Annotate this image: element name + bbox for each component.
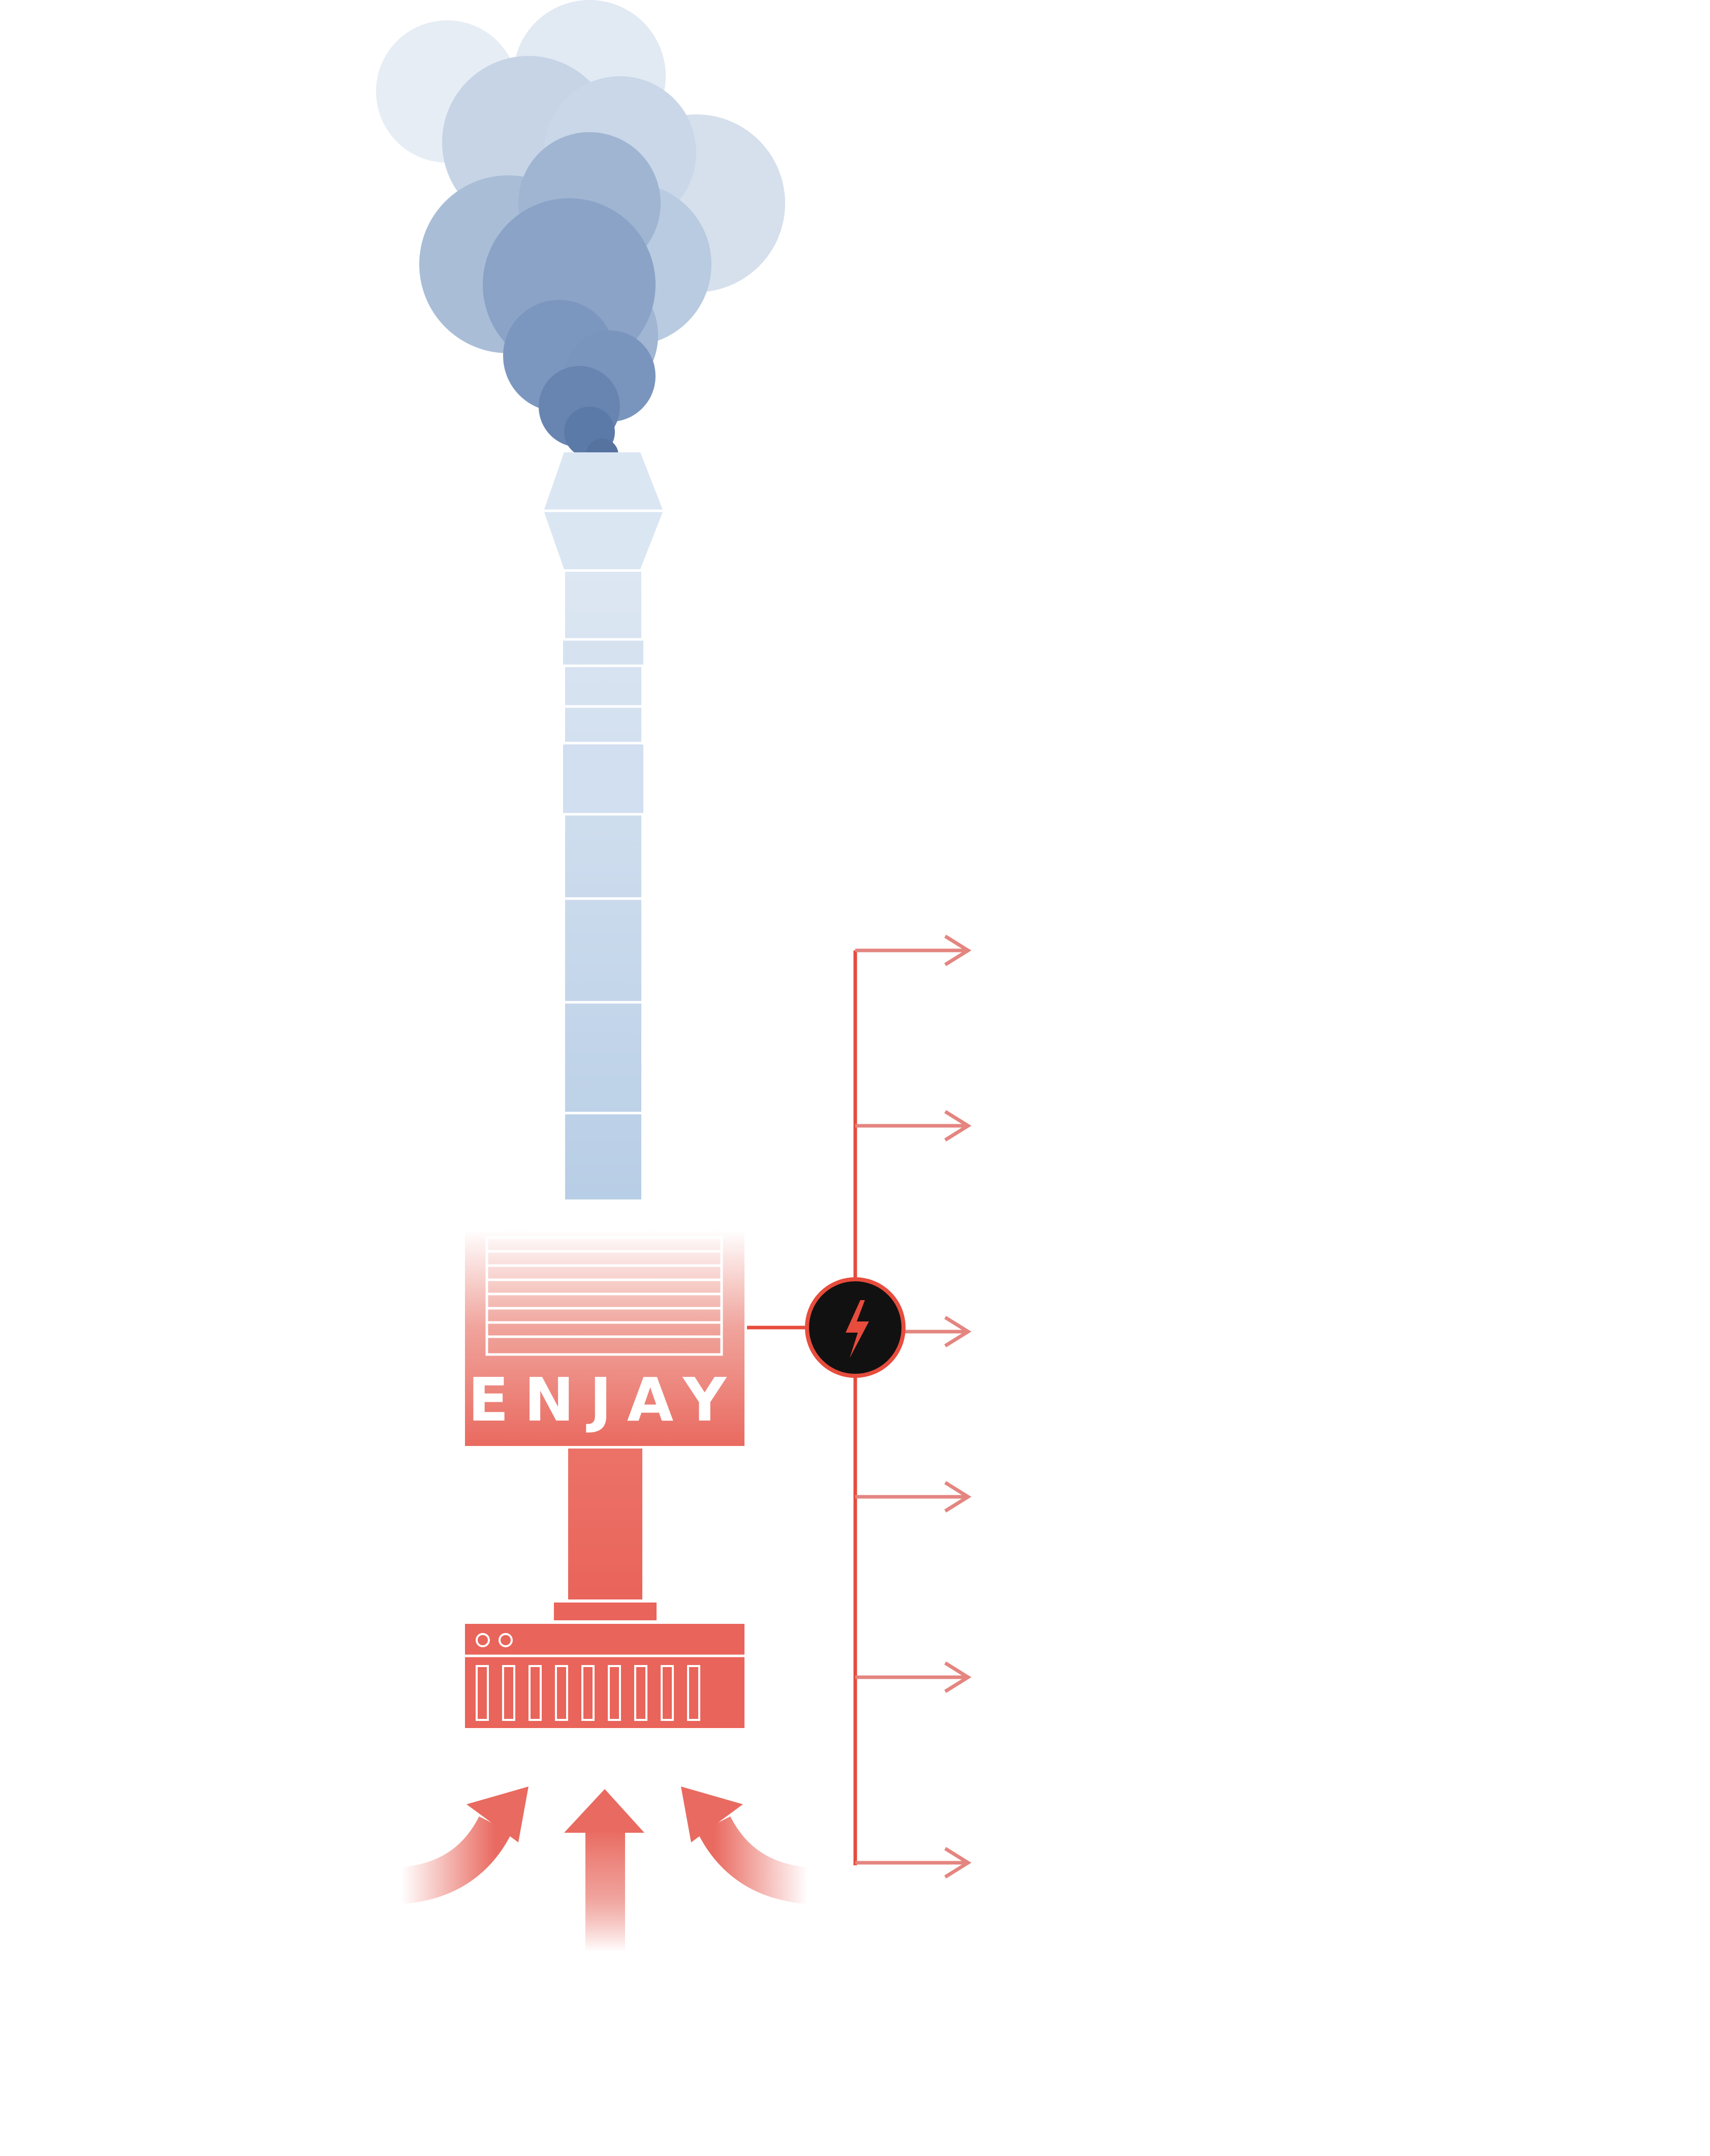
vent-slot [555, 1665, 568, 1721]
connecting-pipe [553, 1449, 658, 1620]
lightning-bolt-icon [846, 1300, 869, 1358]
chimney [544, 452, 663, 1199]
power-output-arrow [855, 935, 972, 966]
vent-slot [608, 1665, 621, 1721]
generator [805, 1277, 906, 1378]
vent-slot [476, 1665, 489, 1721]
indicator-light [499, 1633, 513, 1647]
power-distribution [747, 935, 972, 1878]
vent-slot [661, 1665, 674, 1721]
vent-slot [502, 1665, 515, 1721]
base-unit [465, 1624, 744, 1728]
enjay-unit: ENJAY [465, 1230, 744, 1446]
vent-slot [528, 1665, 542, 1721]
power-output-arrow [904, 1316, 972, 1347]
indicator-light [476, 1633, 490, 1647]
vent-slot [581, 1665, 595, 1721]
vent-slot [687, 1665, 700, 1721]
power-output-arrow [855, 1110, 972, 1142]
power-output-arrow [855, 1661, 972, 1693]
power-output-arrow [855, 1481, 972, 1513]
power-output-arrow [855, 1847, 972, 1878]
smoke-cloud [376, 0, 785, 471]
vent-slot [634, 1665, 647, 1721]
air-intake-arrows [399, 1787, 810, 1952]
enjay-logo: ENJAY [468, 1365, 742, 1435]
